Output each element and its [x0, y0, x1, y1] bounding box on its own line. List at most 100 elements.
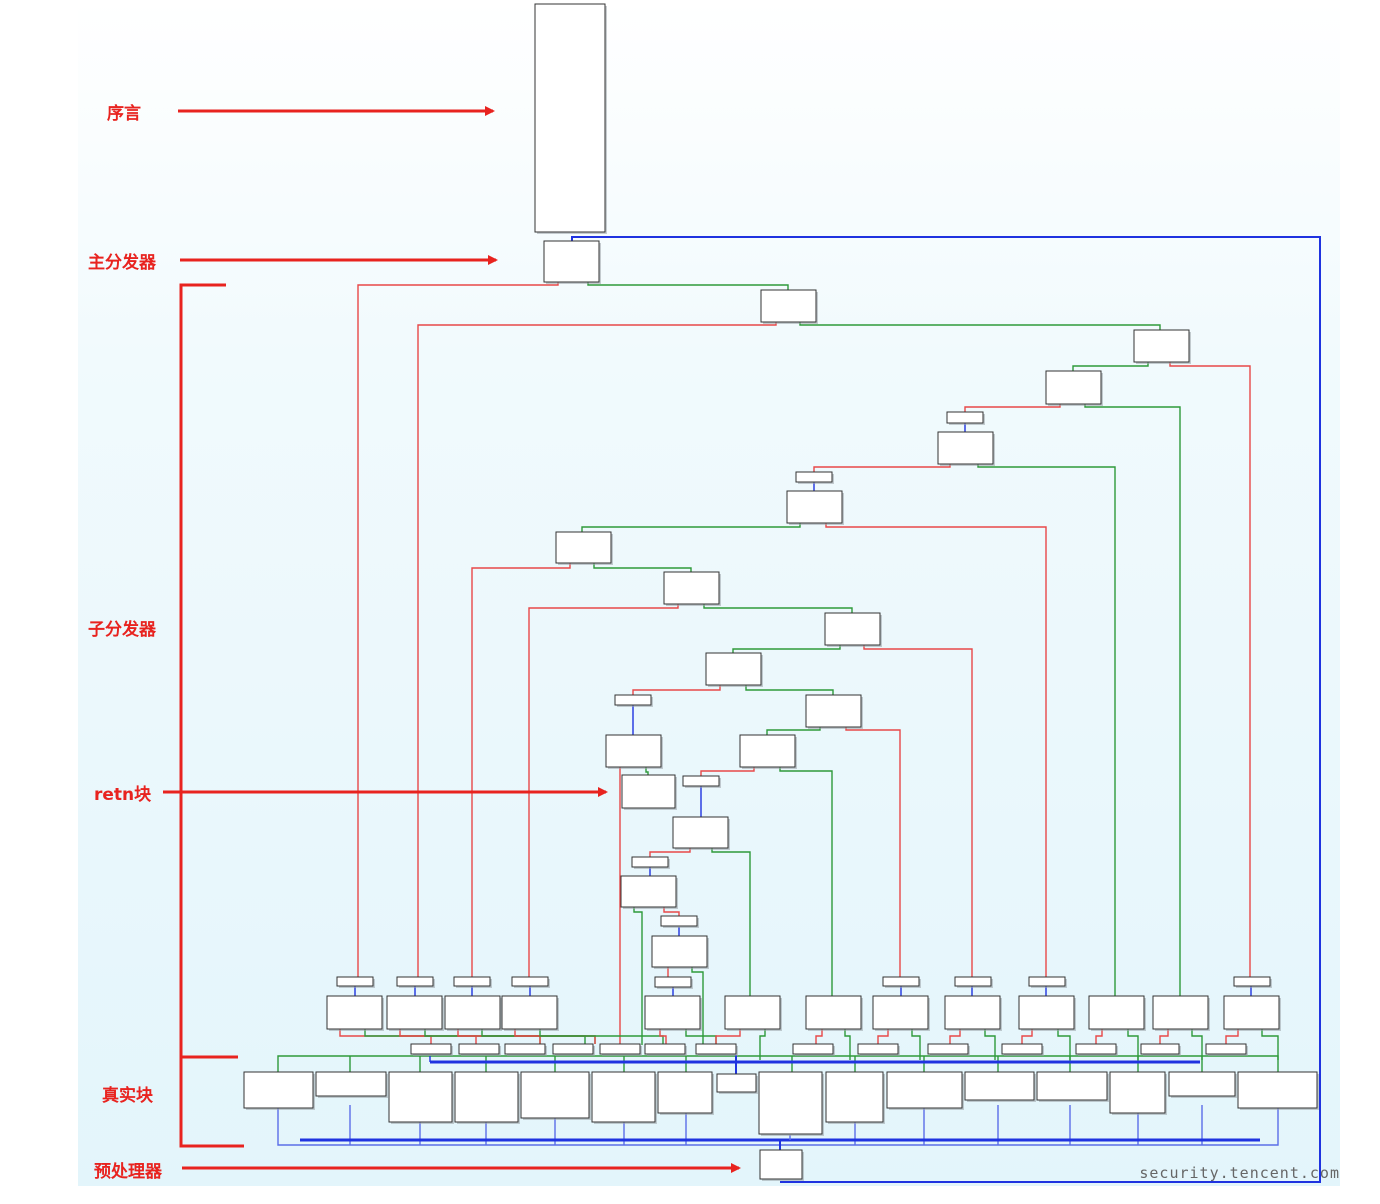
real-block: [591, 1071, 656, 1123]
cfg-edge: [277, 1108, 1279, 1146]
jump-block: [644, 1043, 686, 1055]
jump-block: [396, 976, 434, 987]
cfg-edge: [663, 907, 680, 916]
retn-block: [621, 774, 676, 809]
cfg-edge: [1084, 404, 1181, 996]
jump-block: [654, 976, 692, 988]
real-block: [1036, 1071, 1108, 1101]
sub-dispatcher-block: [724, 995, 781, 1030]
real-block: [716, 1073, 757, 1093]
cfg-edge: [587, 282, 789, 290]
real-block: [825, 1071, 884, 1123]
sub-dispatcher-block: [326, 995, 383, 1030]
jump-block: [504, 1043, 546, 1055]
cfg-edge: [759, 1029, 766, 1060]
cfg-edge: [1159, 1029, 1169, 1044]
jump-block: [1001, 1043, 1043, 1055]
cfg-edge: [984, 1029, 996, 1060]
real-block: [1109, 1071, 1166, 1114]
preprocessor-block: [759, 1149, 803, 1180]
real-block: [315, 1071, 387, 1097]
jump-block: [1205, 1043, 1247, 1055]
sub-dispatcher-block: [705, 652, 762, 686]
sub-dispatcher-block: [805, 995, 862, 1030]
jump-block: [954, 976, 992, 987]
sub-dispatcher-block: [1223, 995, 1280, 1030]
sub-dispatcher-block: [1133, 329, 1190, 363]
sub-dispatcher-block: [872, 995, 929, 1030]
real-block: [758, 1071, 823, 1135]
real-block: [964, 1071, 1035, 1101]
sub-dispatcher-block: [944, 995, 1001, 1030]
real-block: [243, 1071, 314, 1109]
watermark: security.tencent.com: [1139, 1164, 1340, 1182]
cfg-edge: [877, 1029, 889, 1044]
sub-dispatchers-bracket: [179, 283, 238, 1059]
jump-block: [927, 1043, 969, 1055]
real-block: [886, 1071, 963, 1109]
sub-dispatchers-label: 子分发器: [88, 620, 156, 640]
sub-dispatcher-block: [672, 816, 729, 849]
cfg-edge: [632, 685, 721, 695]
jump-block: [614, 694, 652, 706]
sub-dispatcher-block: [739, 734, 796, 768]
sub-dispatcher-block: [620, 875, 677, 908]
jump-block: [453, 976, 491, 987]
sub-dispatcher-block: [605, 734, 662, 768]
cfg-edge: [1057, 1029, 1071, 1060]
cfg-edge: [539, 1029, 664, 1044]
cfg-edge: [277, 1055, 1279, 1072]
cfg-edge: [715, 1029, 741, 1044]
sub-dispatcher-block: [651, 935, 708, 968]
sub-dispatcher-block: [1045, 370, 1102, 405]
cfg-edge: [593, 563, 692, 572]
jump-block: [410, 1043, 452, 1055]
cfg-edge: [703, 604, 853, 613]
cfg-edge: [633, 907, 643, 1045]
cfg-edge: [711, 848, 751, 996]
main-dispatcher-block: [543, 240, 600, 283]
jump-block: [660, 915, 698, 927]
cfg-edge: [844, 1029, 851, 1060]
sub-dispatcher-block: [1152, 995, 1209, 1030]
jump-block: [857, 1043, 899, 1055]
cfg-edge: [645, 767, 649, 775]
jump-block: [631, 856, 669, 868]
cfg-edge: [825, 523, 1047, 978]
jump-block: [695, 1043, 737, 1055]
sub-dispatcher-block: [786, 490, 843, 524]
jump-block: [1075, 1043, 1117, 1055]
jump-block: [795, 471, 833, 483]
cfg-edge: [1191, 1029, 1203, 1060]
cfg-edge: [949, 1029, 961, 1044]
sub-dispatcher-block: [760, 289, 817, 323]
dispatcher-loop-edge: [571, 236, 1321, 1183]
jump-block: [336, 976, 374, 987]
cfg-edge: [911, 1029, 921, 1060]
sub-dispatcher-block: [501, 995, 558, 1030]
real-block: [454, 1071, 519, 1123]
cfg-edge: [799, 322, 1161, 330]
sub-dispatcher-block: [1088, 995, 1145, 1030]
cfg-edge: [1021, 1029, 1033, 1044]
retn-block-label: retn块: [94, 785, 152, 805]
real-block: [520, 1071, 590, 1119]
real-block: [388, 1071, 453, 1123]
real-block: [1237, 1071, 1318, 1109]
cfg-edge: [745, 685, 834, 695]
cfg-edge: [863, 645, 973, 978]
sub-dispatcher-block: [937, 431, 994, 465]
cfg-edge: [471, 563, 571, 978]
sub-dispatcher-block: [386, 995, 443, 1030]
cfg-edge: [1169, 362, 1251, 978]
jump-block: [792, 1043, 834, 1055]
sub-dispatcher-block: [824, 612, 881, 646]
cfg-edge: [964, 404, 1061, 412]
jump-block: [882, 976, 920, 987]
sub-dispatcher-block: [644, 995, 701, 1030]
sub-dispatcher-block: [805, 694, 862, 728]
sub-dispatcher-block: [1018, 995, 1075, 1030]
prologue-label: 序言: [107, 104, 141, 124]
jump-block: [1028, 976, 1066, 987]
